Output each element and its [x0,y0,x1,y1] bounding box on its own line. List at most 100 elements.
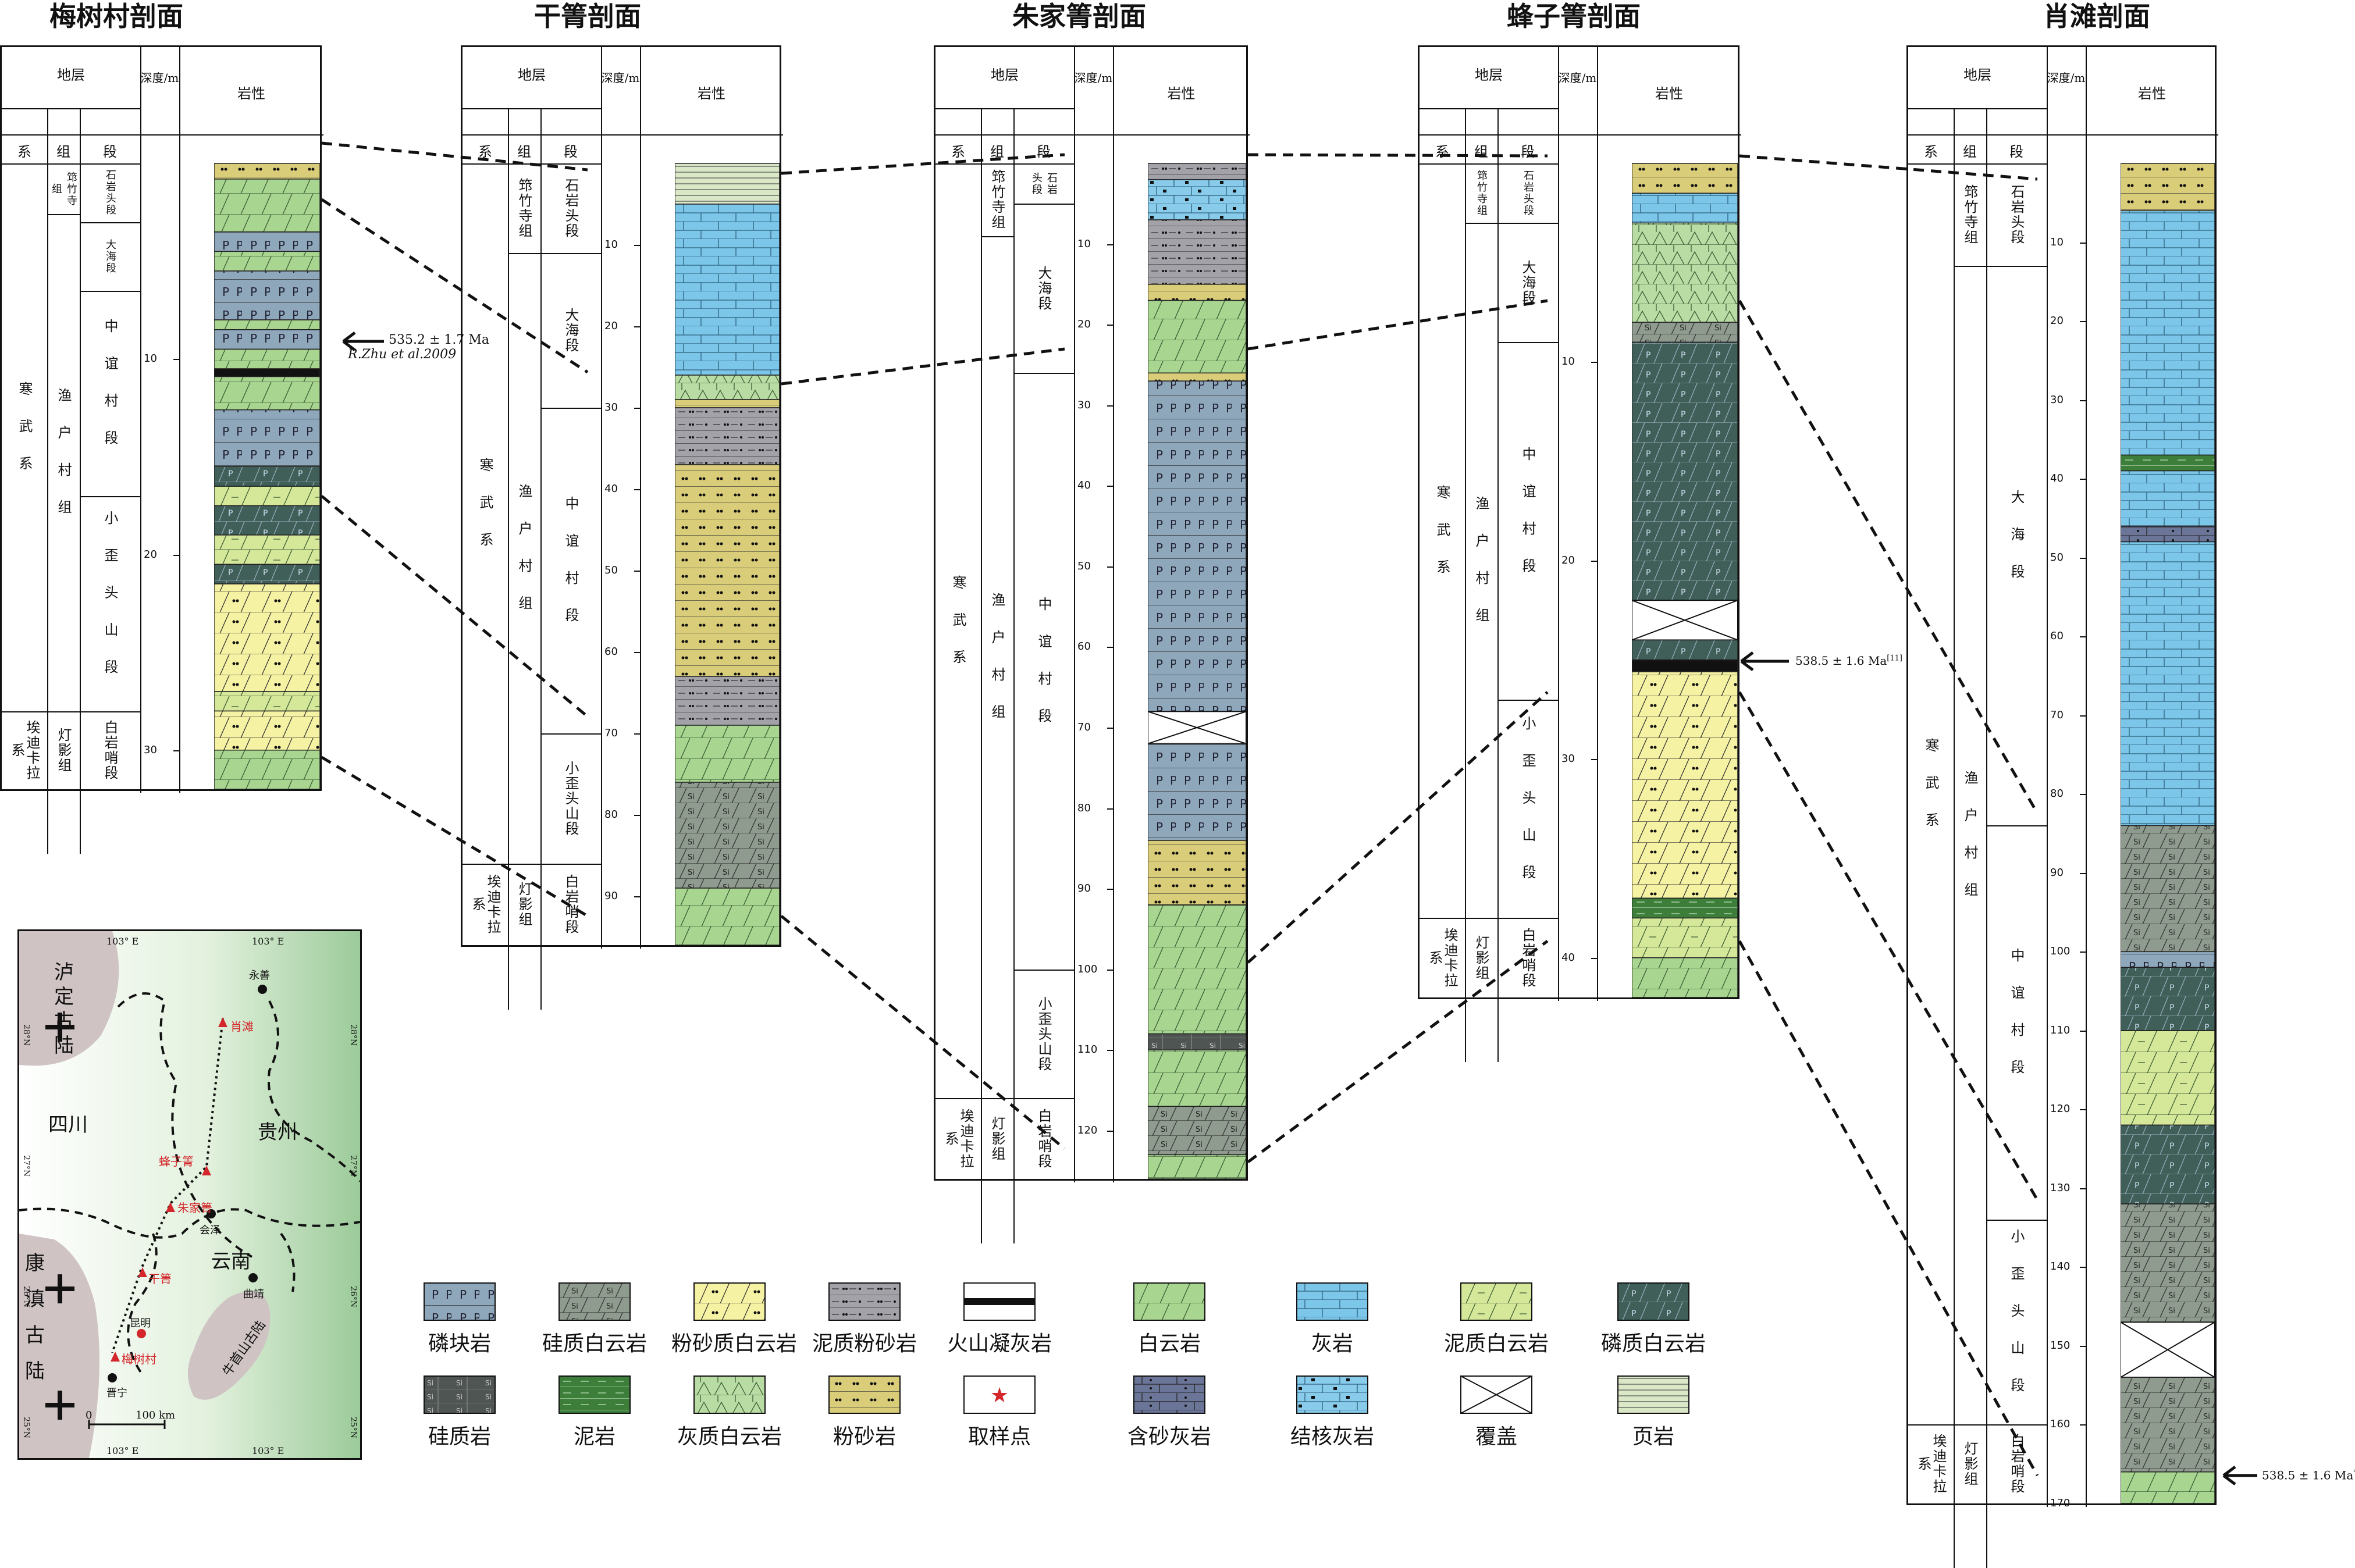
group-label: 灯影组 [1473,935,1489,981]
city-label-yongshan: 永善 [249,970,270,982]
group-label: 筇竹寺组 [989,169,1005,230]
legend-label: 覆盖 [1475,1425,1517,1449]
grid-line [981,1098,1013,1100]
depth-tick [1591,362,1597,364]
grid-line [508,108,509,1010]
member-label: 小歪头山段 [1036,996,1052,1072]
depth-tick-label: 30 [1561,753,1575,765]
depth-tick-label: 60 [1077,640,1091,653]
grid-line [1954,1503,1986,1505]
legend-item: P P Si [671,1282,797,1357]
legend-swatch-siliceous_rock: P P Si [424,1375,496,1414]
depth-tick [173,554,179,556]
province-label-sichuan: 四川 [48,1113,88,1136]
grid-line [1908,108,2047,109]
layer-dolomite [675,725,780,783]
grid-line [540,864,601,865]
layer-argil_dolomite [1632,917,1738,958]
member-label: 石岩头段 [563,178,579,238]
layer-dolomite [1148,1049,1246,1107]
grid-line [463,864,508,865]
header-group: 组 [1963,144,1977,160]
depth-tick [1107,1130,1113,1132]
layer-phosphorite [214,270,320,320]
depth-tick-label: 80 [2050,787,2064,800]
depth-tick-label: 50 [2050,551,2064,564]
legend-label: 磷块岩 [428,1332,491,1356]
layer-silty_dolomite [1632,671,1738,899]
header-member: 段 [103,144,117,160]
grid-line [1497,699,1558,701]
lithology-log: P P Si [675,163,780,945]
depth-tick [2080,794,2086,796]
depth-tick-label: 10 [1077,237,1091,250]
depth-tick [634,652,640,653]
depth-tick-label: 40 [1561,951,1575,964]
grid-line [1465,223,1497,224]
grid-line [1420,163,1558,165]
grid-line [80,222,140,223]
layer-dolomite [1148,1154,1246,1179]
group-label: 渔户村组 [516,484,532,633]
depth-tick [1107,244,1113,245]
lon-label: 103° E [252,1445,284,1456]
age-label-fengziqing: 538.5 ± 1.6 Ma[11] [1795,654,1902,668]
grid-line [1558,47,1559,1001]
depth-tick [2080,1030,2086,1032]
grid-line [1908,163,2047,165]
lon-label: 103° E [106,936,139,947]
layer-dolomite [1148,904,1246,1035]
header-group: 组 [1474,144,1488,160]
lat-label: 27°N [348,1155,358,1177]
site-label-fengziqing: 蜂子箐 [159,1154,194,1168]
legend-swatch-argil_siltstone: P P Si [828,1282,901,1321]
grid-line [981,1179,1013,1180]
layer-phosphorite [214,231,320,252]
legend-swatch-nodular_limestone: P P Si [1296,1375,1368,1414]
lat-label: 27°N [22,1155,31,1177]
header-lithology: 岩性 [698,85,725,102]
layer-phosphorite [1148,380,1246,712]
member-label: 大海段 [1036,265,1052,311]
layer-cover [1148,711,1246,744]
depth-tick-label: 140 [2050,1260,2071,1273]
grid-line [2,711,47,712]
legend-label: 泥质白云岩 [1443,1332,1549,1356]
depth-tick-label: 10 [1561,355,1575,368]
depth-tick-label: 150 [2050,1339,2071,1352]
member-label: 大海段 [2008,490,2025,602]
header-depth: 深度/m [601,71,640,85]
legend-swatch-calc_dolomite: P P Si [693,1375,766,1414]
legend-item: P P Si [1111,1282,1228,1357]
depth-tick [1107,1050,1113,1052]
site-label-zhujiaqing: 朱家箐 [177,1201,212,1215]
depth-tick [634,815,640,816]
layer-phosph_dolomite [214,505,320,536]
legend-label: 白云岩 [1137,1332,1201,1356]
depth-tick [1591,957,1597,959]
section-title-zhujiaqing: 朱家箐剖面 [1012,1,1146,32]
layer-limestone [675,204,780,376]
depth-tick-label: 60 [604,646,618,658]
legend-item: P P Si [1274,1375,1390,1450]
legend-swatch-tuff: P P Si [963,1282,1036,1321]
layer-limestone [2121,470,2215,527]
city-label-qujing: 曲靖 [243,1288,264,1300]
grid-line [540,945,601,946]
header-depth: 深度/m [140,71,179,85]
layer-phosphorite [1148,743,1246,841]
depth-tick-label: 110 [2050,1024,2071,1036]
layer-siltstone [214,163,320,180]
province-label-yunnan: 云南 [211,1250,251,1273]
grid-line [981,236,1013,237]
grid-line [935,108,1074,109]
grid-line [1465,997,1497,999]
site-label-meishucun: 梅树村 [122,1352,156,1366]
depth-tick-label: 90 [2050,866,2064,879]
header-group: 组 [990,144,1004,160]
layer-siliceous_dolomite [2121,1203,2215,1323]
grid-line [540,253,601,254]
